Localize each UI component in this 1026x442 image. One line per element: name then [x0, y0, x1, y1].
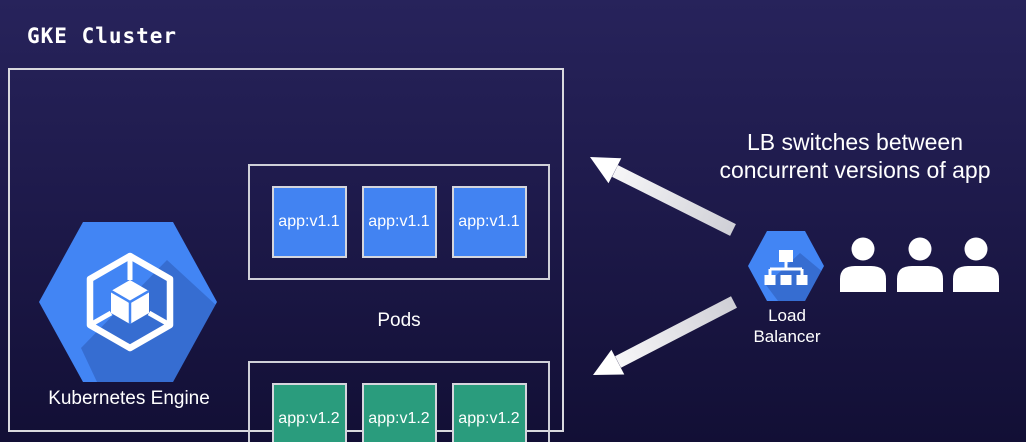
kubernetes-engine-label: Kubernetes Engine	[48, 388, 210, 409]
pod-app-v2-3: app:v1.2	[451, 383, 527, 442]
pods-group-v1: app:v1.1 app:v1.1 app:v1.1	[248, 164, 550, 280]
annotation-line-1: LB switches between	[746, 129, 964, 155]
load-balancer-icon	[748, 231, 824, 301]
pod-app-v1-2: app:v1.1	[361, 186, 437, 258]
load-balancer-label-line-1: Load	[768, 306, 806, 325]
pod-app-v1-3: app:v1.1	[451, 186, 527, 258]
pod-app-v2-1: app:v1.2	[271, 383, 347, 442]
annotation-line-2: concurrent versions of app	[719, 157, 991, 183]
pod-app-v2-2: app:v1.2	[361, 383, 437, 442]
pod-label: app:v1.2	[458, 410, 520, 427]
pods-label: Pods	[377, 310, 421, 331]
gke-cluster-box: Kubernetes Engine app:v1.1 app:v1.1 app:…	[8, 68, 564, 442]
user-icon	[952, 237, 1000, 292]
load-balancer-label-line-2: Balancer	[753, 327, 821, 346]
pod-label: app:v1.1	[368, 213, 430, 230]
pod-label: app:v1.1	[458, 213, 520, 230]
pod-label: app:v1.2	[368, 410, 430, 427]
kubernetes-engine-icon	[39, 222, 217, 382]
user-icon	[839, 237, 887, 292]
pod-label: app:v1.2	[278, 410, 340, 427]
pod-label: app:v1.1	[278, 213, 340, 230]
annotation-text: LB switches between concurrent versions …	[688, 128, 1022, 184]
page-title: GKE Cluster	[27, 24, 178, 48]
load-balancer-label: Load Balancer	[726, 305, 848, 347]
pod-app-v1-1: app:v1.1	[271, 186, 347, 258]
pods-group-v2: app:v1.2 app:v1.2 app:v1.2	[248, 361, 550, 442]
arrow-to-pods-v2	[593, 296, 737, 375]
user-icon	[896, 237, 944, 292]
